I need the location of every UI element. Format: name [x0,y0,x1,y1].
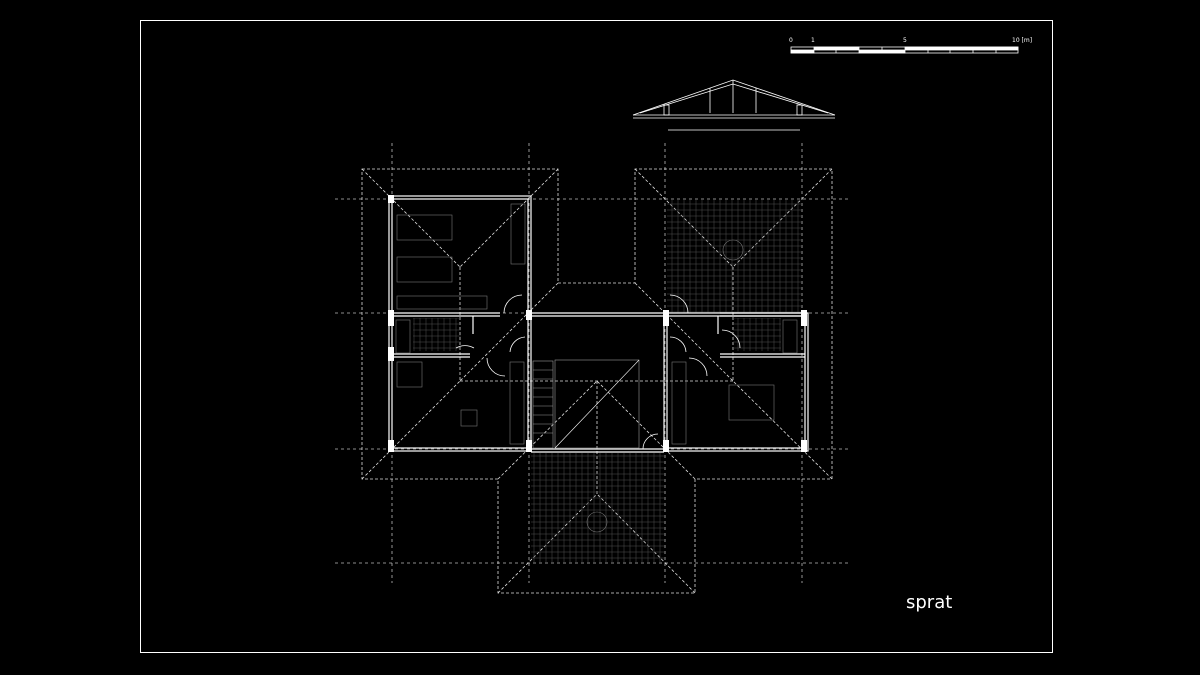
drawing-title: sprat [906,592,953,613]
scale-label-5: 5 [903,37,907,44]
roof-section [632,79,836,131]
bathroom-right-floor [733,318,781,351]
scale-label-0: 0 [789,37,793,44]
scale-label-1: 1 [811,37,815,44]
walls [388,195,809,453]
terrace-upper-right [667,199,802,313]
scale-bar [790,46,1019,54]
doors [455,294,741,450]
furniture [395,203,798,533]
sheet-frame [140,20,1053,653]
stairs [532,359,640,449]
columns [388,195,807,452]
scale-label-10: 10 [m] [1012,37,1033,44]
bathroom-left-floor [413,318,461,351]
terrace-bottom [531,453,664,563]
